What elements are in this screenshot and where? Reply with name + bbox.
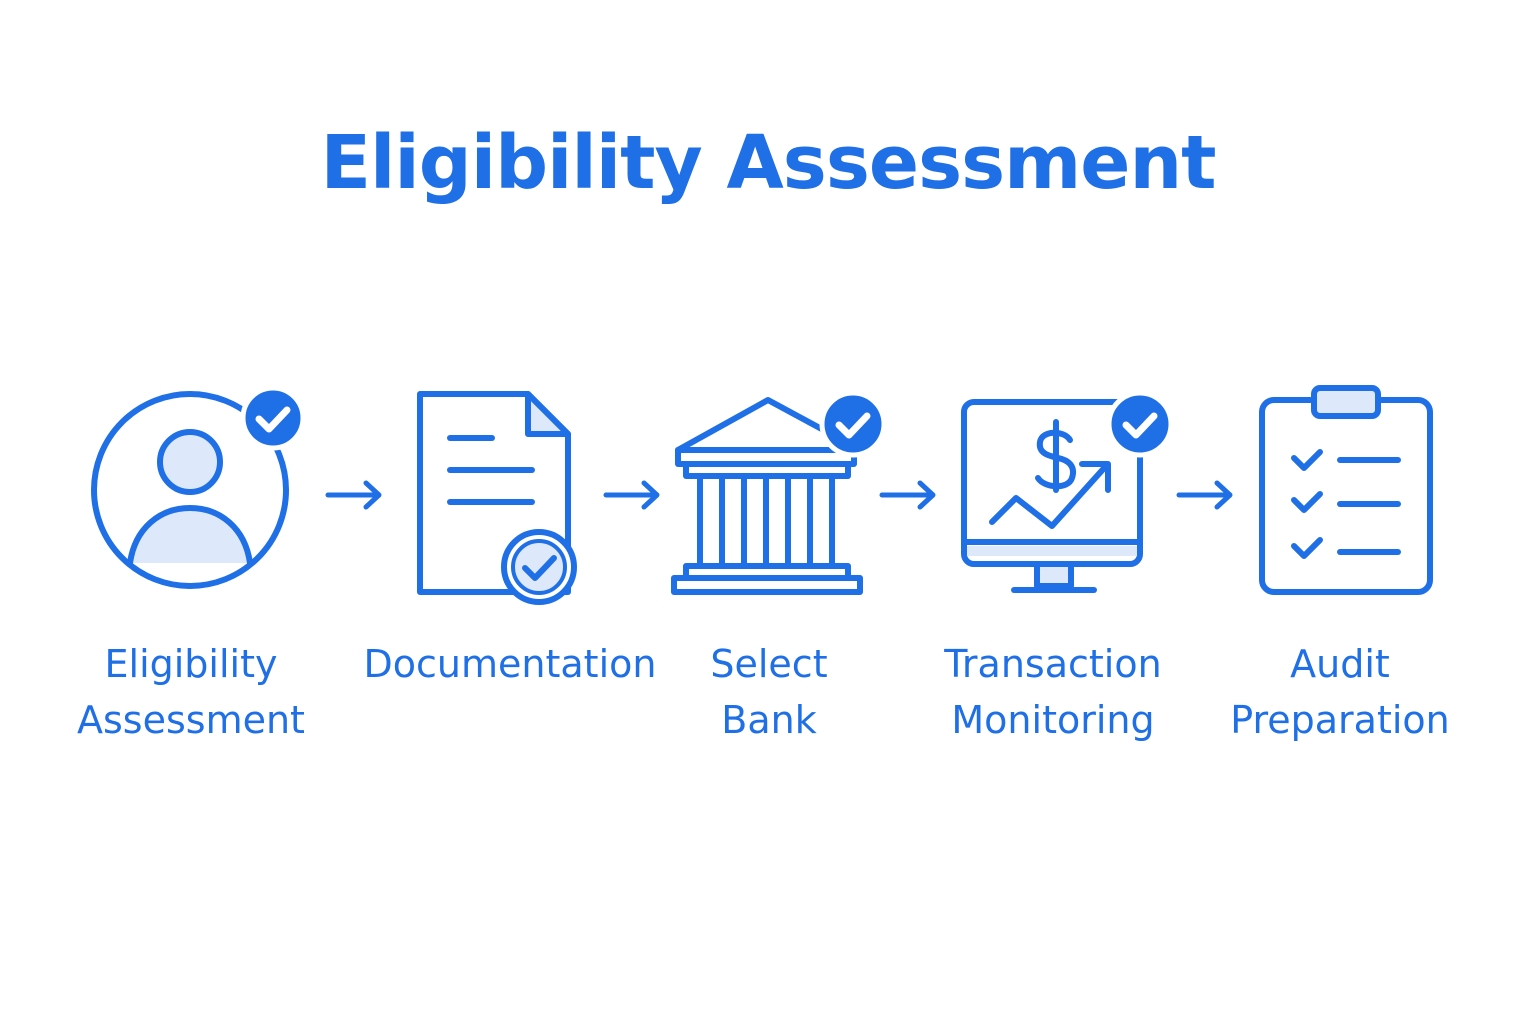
user-check-icon <box>75 380 306 610</box>
step-label-transaction-monitoring: Transaction Monitoring <box>893 636 1213 748</box>
clipboard-checklist-icon <box>1240 380 1470 610</box>
diagram-title: Eligibility Assessment <box>320 120 1216 206</box>
step-label-eligibility: Eligibility Assessment <box>31 636 351 748</box>
step-label-line: Preparation <box>1230 698 1450 742</box>
arrow-right-icon <box>322 475 386 515</box>
step-label-line: Audit <box>1290 642 1390 686</box>
step-label-select-bank: Select Bank <box>609 636 929 748</box>
step-label-line: Select <box>710 642 828 686</box>
step-label-line: Eligibility <box>104 642 278 686</box>
bank-check-icon <box>656 380 887 610</box>
arrow-right-icon <box>1173 475 1237 515</box>
arrow-right-icon <box>876 475 940 515</box>
document-check-icon <box>396 380 626 610</box>
step-label-line: Assessment <box>77 698 305 742</box>
step-label-line: Documentation <box>363 642 657 686</box>
monitor-dollar-chart-icon <box>944 380 1174 610</box>
step-label-line: Bank <box>721 698 817 742</box>
arrow-right-icon <box>600 475 664 515</box>
step-label-audit-preparation: Audit Preparation <box>1180 636 1500 748</box>
step-label-line: Transaction <box>944 642 1162 686</box>
step-label-line: Monitoring <box>951 698 1155 742</box>
step-label-documentation: Documentation <box>350 636 670 692</box>
